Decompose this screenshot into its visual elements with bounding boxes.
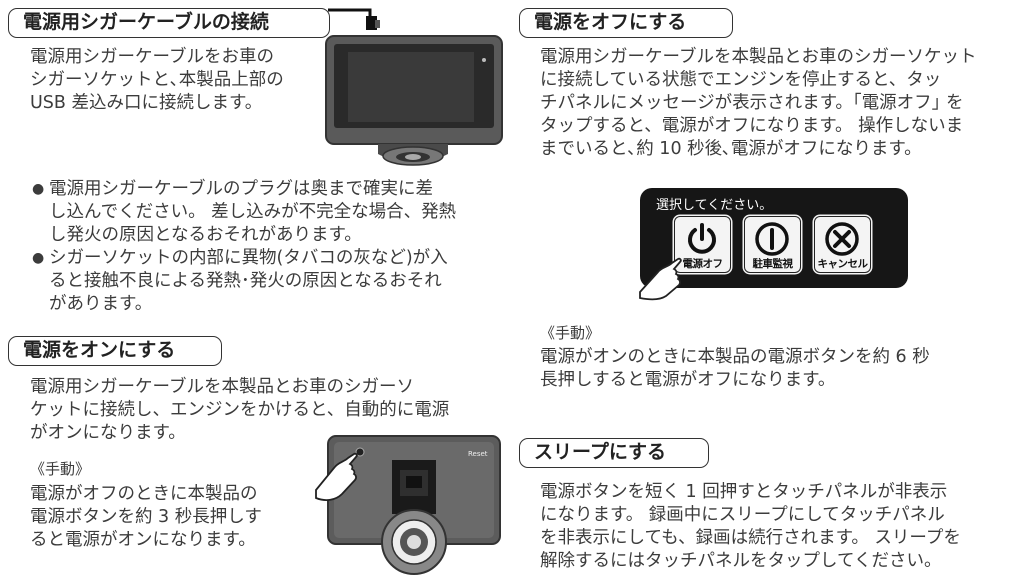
text-line: 電源用シガーケーブルをお車の [30,47,274,67]
caution-item: 電源用シガーケーブルのプラグは奥まで確実に差 し込んでください。 差し込みが不完… [32,178,502,247]
text-line: 電源ボタンを短く 1 回押すとタッチパネルが非表示 [540,482,948,502]
caution-item: シガーソケットの内部に異物(タバコの灰など)が入 ると接触不良による発熱･発火の… [32,247,502,316]
parking-monitor-icon [755,222,789,256]
power-on-manual-text: 電源がオフのときに本製品の 電源ボタンを約 3 秒長押しす ると電源がオンになり… [30,483,320,552]
text-line: 電源用シガーケーブルを本製品とお車のシガーソケット [540,47,977,67]
text-line: 電源ボタンを約 3 秒長押しす [30,507,262,527]
text-line: チパネルにメッセージが表示されます。｢電源オフ｣ を [540,93,964,113]
power-off-manual-text: 電源がオンのときに本製品の電源ボタンを約 6 秒 長押しすると電源がオフになりま… [540,346,1010,392]
power-off-text: 電源用シガーケーブルを本製品とお車のシガーソケット に接続している状態でエンジン… [540,46,1020,161]
text-line: を非表示にしても、録画は続行されます。 スリープを [540,528,961,548]
text-line: があります。 [49,294,153,314]
dashcam-rear-illustration: Reset [315,435,501,575]
power-off-label: 電源オフ [682,258,724,270]
text-line: 長押しすると電源がオフになります。 [540,370,836,390]
power-select-dialog: 選択してください。 電源オフ 駐車監視 キャンセル [640,188,908,288]
tap-hand-icon [639,257,682,301]
text-line: ケットに接続し、エンジンをかけると、自動的に電源 [30,400,450,420]
caution-list: 電源用シガーケーブルのプラグは奥まで確実に差 し込んでください。 差し込みが不完… [32,178,502,316]
text-line: し込んでください。 差し込みが不完全な場合、発熱 [49,202,457,222]
text-line: までいると､約 10 秒後､電源がオフになります。 [540,139,922,159]
cancel-label: キャンセル [817,258,869,270]
cigar-cable-text: 電源用シガーケーブルをお車の シガーソケットと､本製品上部の USB 差込み口に… [30,46,330,115]
dialog-title: 選択してください。 [656,198,773,213]
manual-label: 《手動》 [30,460,91,478]
power-off-heading: 電源をオフにする [519,8,733,38]
text-line: し発火の原因となるおそれがあります。 [49,225,362,245]
sleep-heading: スリープにする [519,438,709,468]
sleep-text: 電源ボタンを短く 1 回押すとタッチパネルが非表示 になります。 録画中にスリー… [540,481,1020,573]
reset-label: Reset [468,450,488,458]
cancel-icon [825,222,859,256]
text-line: シガーソケットと､本製品上部の [30,70,284,90]
parking-monitor-button[interactable]: 駐車監視 [744,216,801,273]
text-line: になります。 録画中にスリープにしてタッチパネル [540,505,945,525]
power-on-heading: 電源をオンにする [8,336,222,366]
text-line: 電源用シガーケーブルを本製品とお車のシガーソ [30,377,414,397]
text-line: シガーソケットの内部に異物(タバコの灰など)が入 [49,248,448,268]
power-off-button[interactable]: 電源オフ [674,216,731,273]
text-line: に接続している状態でエンジンを停止すると、タッ [540,70,942,90]
cancel-button[interactable]: キャンセル [814,216,871,273]
manual-label: 《手動》 [540,324,601,342]
text-line: ると接触不良による発熱･発火の原因となるおそれ [49,271,442,291]
text-line: タップすると、電源がオフになります。 操作しないま [540,116,964,136]
power-icon [688,223,716,254]
text-line: 電源がオフのときに本製品の [30,484,258,504]
cigar-cable-heading: 電源用シガーケーブルの接続 [8,8,330,38]
text-line: USB 差込み口に接続します。 [30,93,263,113]
text-line: ると電源がオンになります。 [30,530,256,550]
text-line: がオンになります。 [30,423,186,443]
text-line: 電源用シガーケーブルのプラグは奥まで確実に差 [49,179,433,199]
power-on-text: 電源用シガーケーブルを本製品とお車のシガーソ ケットに接続し、エンジンをかけると… [30,376,510,445]
parking-monitor-label: 駐車監視 [752,258,794,270]
text-line: 電源がオンのときに本製品の電源ボタンを約 6 秒 [540,347,930,367]
dashcam-front-illustration [325,8,503,166]
text-line: 解除するにはタッチパネルをタップしてください。 [540,551,942,571]
